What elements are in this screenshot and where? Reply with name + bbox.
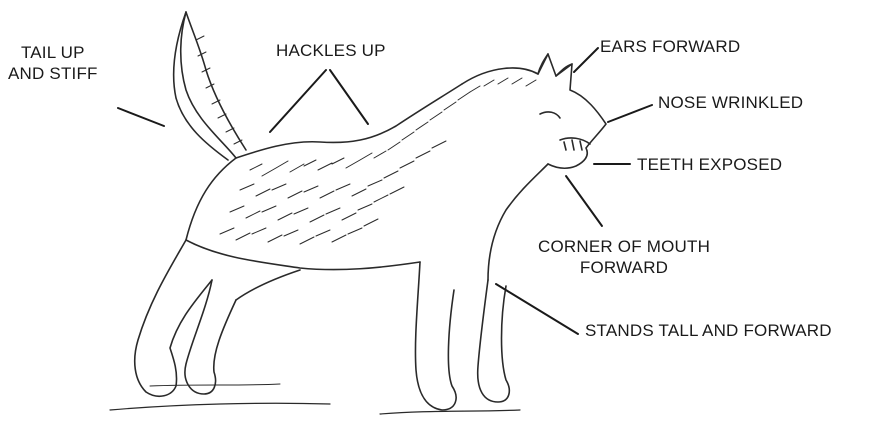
tail-outline [181, 12, 246, 158]
label-ears: EARS FORWARD [600, 36, 740, 57]
label-mouth: CORNER OF MOUTH FORWARD [538, 236, 710, 278]
label-teeth: TEETH EXPOSED [637, 154, 782, 175]
head-outline [462, 54, 606, 168]
label-mouth-line2: FORWARD [538, 257, 710, 278]
ears-pointer [574, 48, 598, 72]
label-tail-line1: TAIL UP [8, 42, 98, 63]
nose-pointer [608, 105, 652, 122]
thigh [236, 270, 300, 300]
hackles-pointer-right [330, 70, 368, 124]
stance-pointer [496, 284, 578, 334]
label-mouth-line1: CORNER OF MOUTH [538, 236, 710, 257]
hind-leg [185, 280, 236, 394]
front-leg [415, 262, 456, 410]
eye [540, 112, 560, 118]
label-tail-line2: AND STIFF [8, 63, 98, 84]
ground-line [380, 410, 520, 414]
label-hackles: HACKLES UP [276, 40, 386, 61]
front-leg [478, 280, 510, 402]
fur-shading [196, 36, 536, 244]
tail-pointer [118, 108, 164, 126]
belly-outline [186, 240, 420, 270]
label-nose: NOSE WRINKLED [658, 92, 803, 113]
ground-line [110, 403, 330, 410]
label-stance: STANDS TALL AND FORWARD [585, 320, 832, 341]
label-tail: TAIL UP AND STIFF [8, 42, 98, 84]
mouth-pointer [566, 176, 602, 226]
back-outline [236, 84, 462, 158]
hackles-pointer-left [270, 70, 326, 132]
rump-outline [186, 158, 236, 240]
